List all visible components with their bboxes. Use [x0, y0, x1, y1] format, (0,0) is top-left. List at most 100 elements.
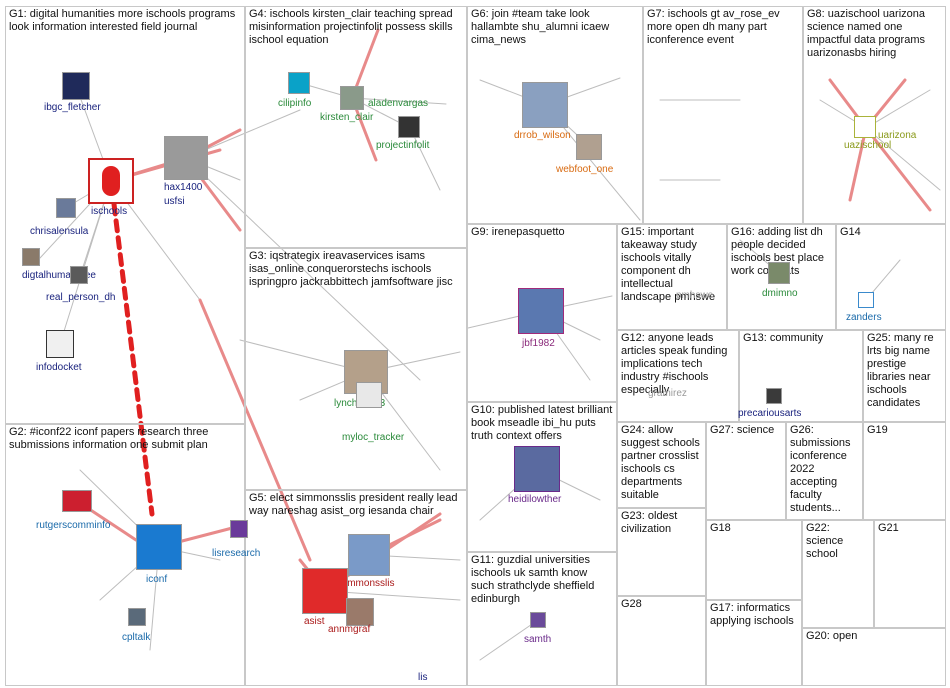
group-g2-label: G2: #iconf22 iconf papers research three…	[9, 426, 209, 451]
node-rutgerscomminfo[interactable]	[62, 490, 92, 512]
group-g21[interactable]: G21	[874, 520, 946, 628]
group-g26[interactable]: G26: submissions iconference 2022 accept…	[786, 422, 863, 520]
node-lisresearch[interactable]	[230, 520, 248, 538]
group-g11[interactable]: G11: guzdial universities ischools uk sa…	[467, 552, 617, 686]
node-cilipinfo[interactable]	[288, 72, 310, 94]
group-g28-label: G28	[621, 598, 642, 610]
label-drrob-wilson: drrob_wilson	[514, 130, 571, 141]
group-g6[interactable]: G6: join #team take look hallambte shu_a…	[467, 6, 643, 224]
node-jbf1982[interactable]	[518, 288, 564, 334]
node-dmimno[interactable]	[768, 262, 790, 284]
label-uazischool: uazischool	[844, 140, 892, 151]
group-g8-label: G8: uazischool uarizona science named on…	[807, 8, 926, 59]
node-annmgraf[interactable]	[346, 598, 374, 626]
group-g6-label: G6: join #team take look hallambte shu_a…	[471, 8, 610, 46]
node-hax1400[interactable]	[164, 136, 208, 180]
label-zanders: zanders	[846, 312, 882, 323]
node-infodocket[interactable]	[46, 330, 74, 358]
ischools-logo-icon	[102, 166, 120, 196]
group-g27[interactable]: G27: science	[706, 422, 786, 520]
edge-strong-12	[864, 126, 932, 212]
label-heidilowther: heidilowther	[508, 494, 562, 505]
node-projectinfolit[interactable]	[398, 116, 420, 138]
node-kirsten-clair[interactable]	[340, 86, 364, 110]
group-g28[interactable]: G28	[617, 596, 706, 686]
group-g2[interactable]: G2: #iconf22 iconf papers research three…	[5, 424, 245, 686]
node-drrob-wilson[interactable]	[522, 82, 568, 128]
label-projectinfolit: projectinfolit	[376, 140, 430, 151]
group-g7[interactable]: G7: ischools gt av_rose_ev more open dh …	[643, 6, 803, 224]
group-g24[interactable]: G24: allow suggest schools partner cross…	[617, 422, 706, 508]
node-webfoot-one[interactable]	[576, 134, 602, 160]
node-asist[interactable]	[302, 568, 348, 614]
edge-5	[59, 180, 112, 345]
group-g5-label: G5: elect simmonsslis president really l…	[249, 492, 458, 517]
label-webfoot-one: webfoot_one	[556, 164, 614, 175]
group-g12[interactable]: G12: anyone leads articles speak funding…	[617, 330, 739, 422]
node-myloc-tracker[interactable]	[356, 382, 382, 408]
edge-8	[185, 157, 421, 381]
label-precariousarts: precariousarts	[738, 408, 802, 419]
group-g20-label: G20: open	[806, 630, 858, 642]
label-iconf: iconf	[146, 574, 168, 585]
group-g4[interactable]: G4: ischools kirsten_clair teaching spre…	[245, 6, 467, 248]
edge-12	[409, 127, 441, 191]
group-g26-label: G26: submissions iconference 2022 accept…	[790, 424, 851, 514]
group-g1[interactable]: G1: digital humanities more ischools pro…	[5, 6, 245, 424]
group-g13-label: G13: community	[743, 332, 824, 344]
label-ibgc-fletcher: ibgc_fletcher	[44, 102, 101, 113]
label-annmgraf: annmgraf	[328, 624, 371, 635]
label-uarizona: uarizona	[878, 130, 917, 141]
label-rutgerscomminfo: rutgerscomminfo	[36, 520, 111, 531]
group-g23[interactable]: G23: oldest civilization	[617, 508, 706, 596]
group-g22[interactable]: G22: science school	[802, 520, 874, 628]
node-precariousarts[interactable]	[766, 388, 782, 404]
group-g9[interactable]: G9: irenepasquetto	[467, 224, 617, 402]
group-g18[interactable]: G18	[706, 520, 802, 600]
label-cpltalk: cpltalk	[122, 632, 151, 643]
group-g14[interactable]: G14	[836, 224, 946, 330]
group-g13[interactable]: G13: community	[739, 330, 863, 422]
node-uazischool[interactable]	[854, 116, 876, 138]
edge-13	[351, 97, 447, 105]
label-digtalhumanatee: digtalhumanatee	[22, 270, 96, 281]
group-g9-label: G9: irenepasquetto	[471, 226, 565, 238]
group-g15[interactable]: G15: important takeaway study ischools v…	[617, 224, 727, 330]
label-kirsten-clair: kirsten_clair	[320, 112, 374, 123]
group-g8[interactable]: G8: uazischool uarizona science named on…	[803, 6, 946, 224]
group-g17[interactable]: G17: informatics applying ischools	[706, 600, 802, 686]
group-g18-label: G18	[710, 522, 731, 534]
node-simmonsslis[interactable]	[348, 534, 390, 576]
group-g15-label: G15: important takeaway study ischools v…	[621, 226, 716, 303]
group-g25[interactable]: G25: many re lrts big name prestige libr…	[863, 330, 946, 422]
edge-37	[865, 127, 941, 191]
label-lis: lis	[418, 672, 428, 683]
label-pmhswe: pmhswe	[676, 290, 714, 301]
group-g21-label: G21	[878, 522, 899, 534]
label-myloc-tracker: myloc_tracker	[342, 432, 405, 443]
label-lisresearch: lisresearch	[212, 548, 261, 559]
group-g25-label: G25: many re lrts big name prestige libr…	[867, 332, 934, 409]
node-chrisalensula[interactable]	[56, 198, 76, 218]
group-g19[interactable]: G19	[863, 422, 946, 520]
label-cilipinfo: cilipinfo	[278, 98, 312, 109]
label-chrisalensula: chrisalensula	[30, 226, 89, 237]
group-g3[interactable]: G3: iqstrategix ireavaservices isams isa…	[245, 248, 467, 490]
group-g10[interactable]: G10: published latest brilliant book mse…	[467, 402, 617, 552]
group-g20[interactable]: G20: open	[802, 628, 946, 686]
edge-strong-14	[198, 298, 312, 562]
group-g17-label: G17: informatics applying ischools	[710, 602, 794, 627]
node-samth[interactable]	[530, 612, 546, 628]
node-zanders[interactable]	[858, 292, 874, 308]
node-real-person-dh[interactable]	[70, 266, 88, 284]
node-digtalhumanatee[interactable]	[22, 248, 40, 266]
label-gramirez: gramirez	[648, 388, 687, 399]
group-g3-label: G3: iqstrategix ireavaservices isams isa…	[249, 250, 453, 288]
node-ibgc-fletcher[interactable]	[62, 72, 90, 100]
group-g4-label: G4: ischools kirsten_clair teaching spre…	[249, 8, 453, 46]
node-cpltalk[interactable]	[128, 608, 146, 626]
group-g5[interactable]: G5: elect simmonsslis president really l…	[245, 490, 467, 686]
node-iconf[interactable]	[136, 524, 182, 570]
node-heidilowther[interactable]	[514, 446, 560, 492]
label-infodocket: infodocket	[36, 362, 82, 373]
